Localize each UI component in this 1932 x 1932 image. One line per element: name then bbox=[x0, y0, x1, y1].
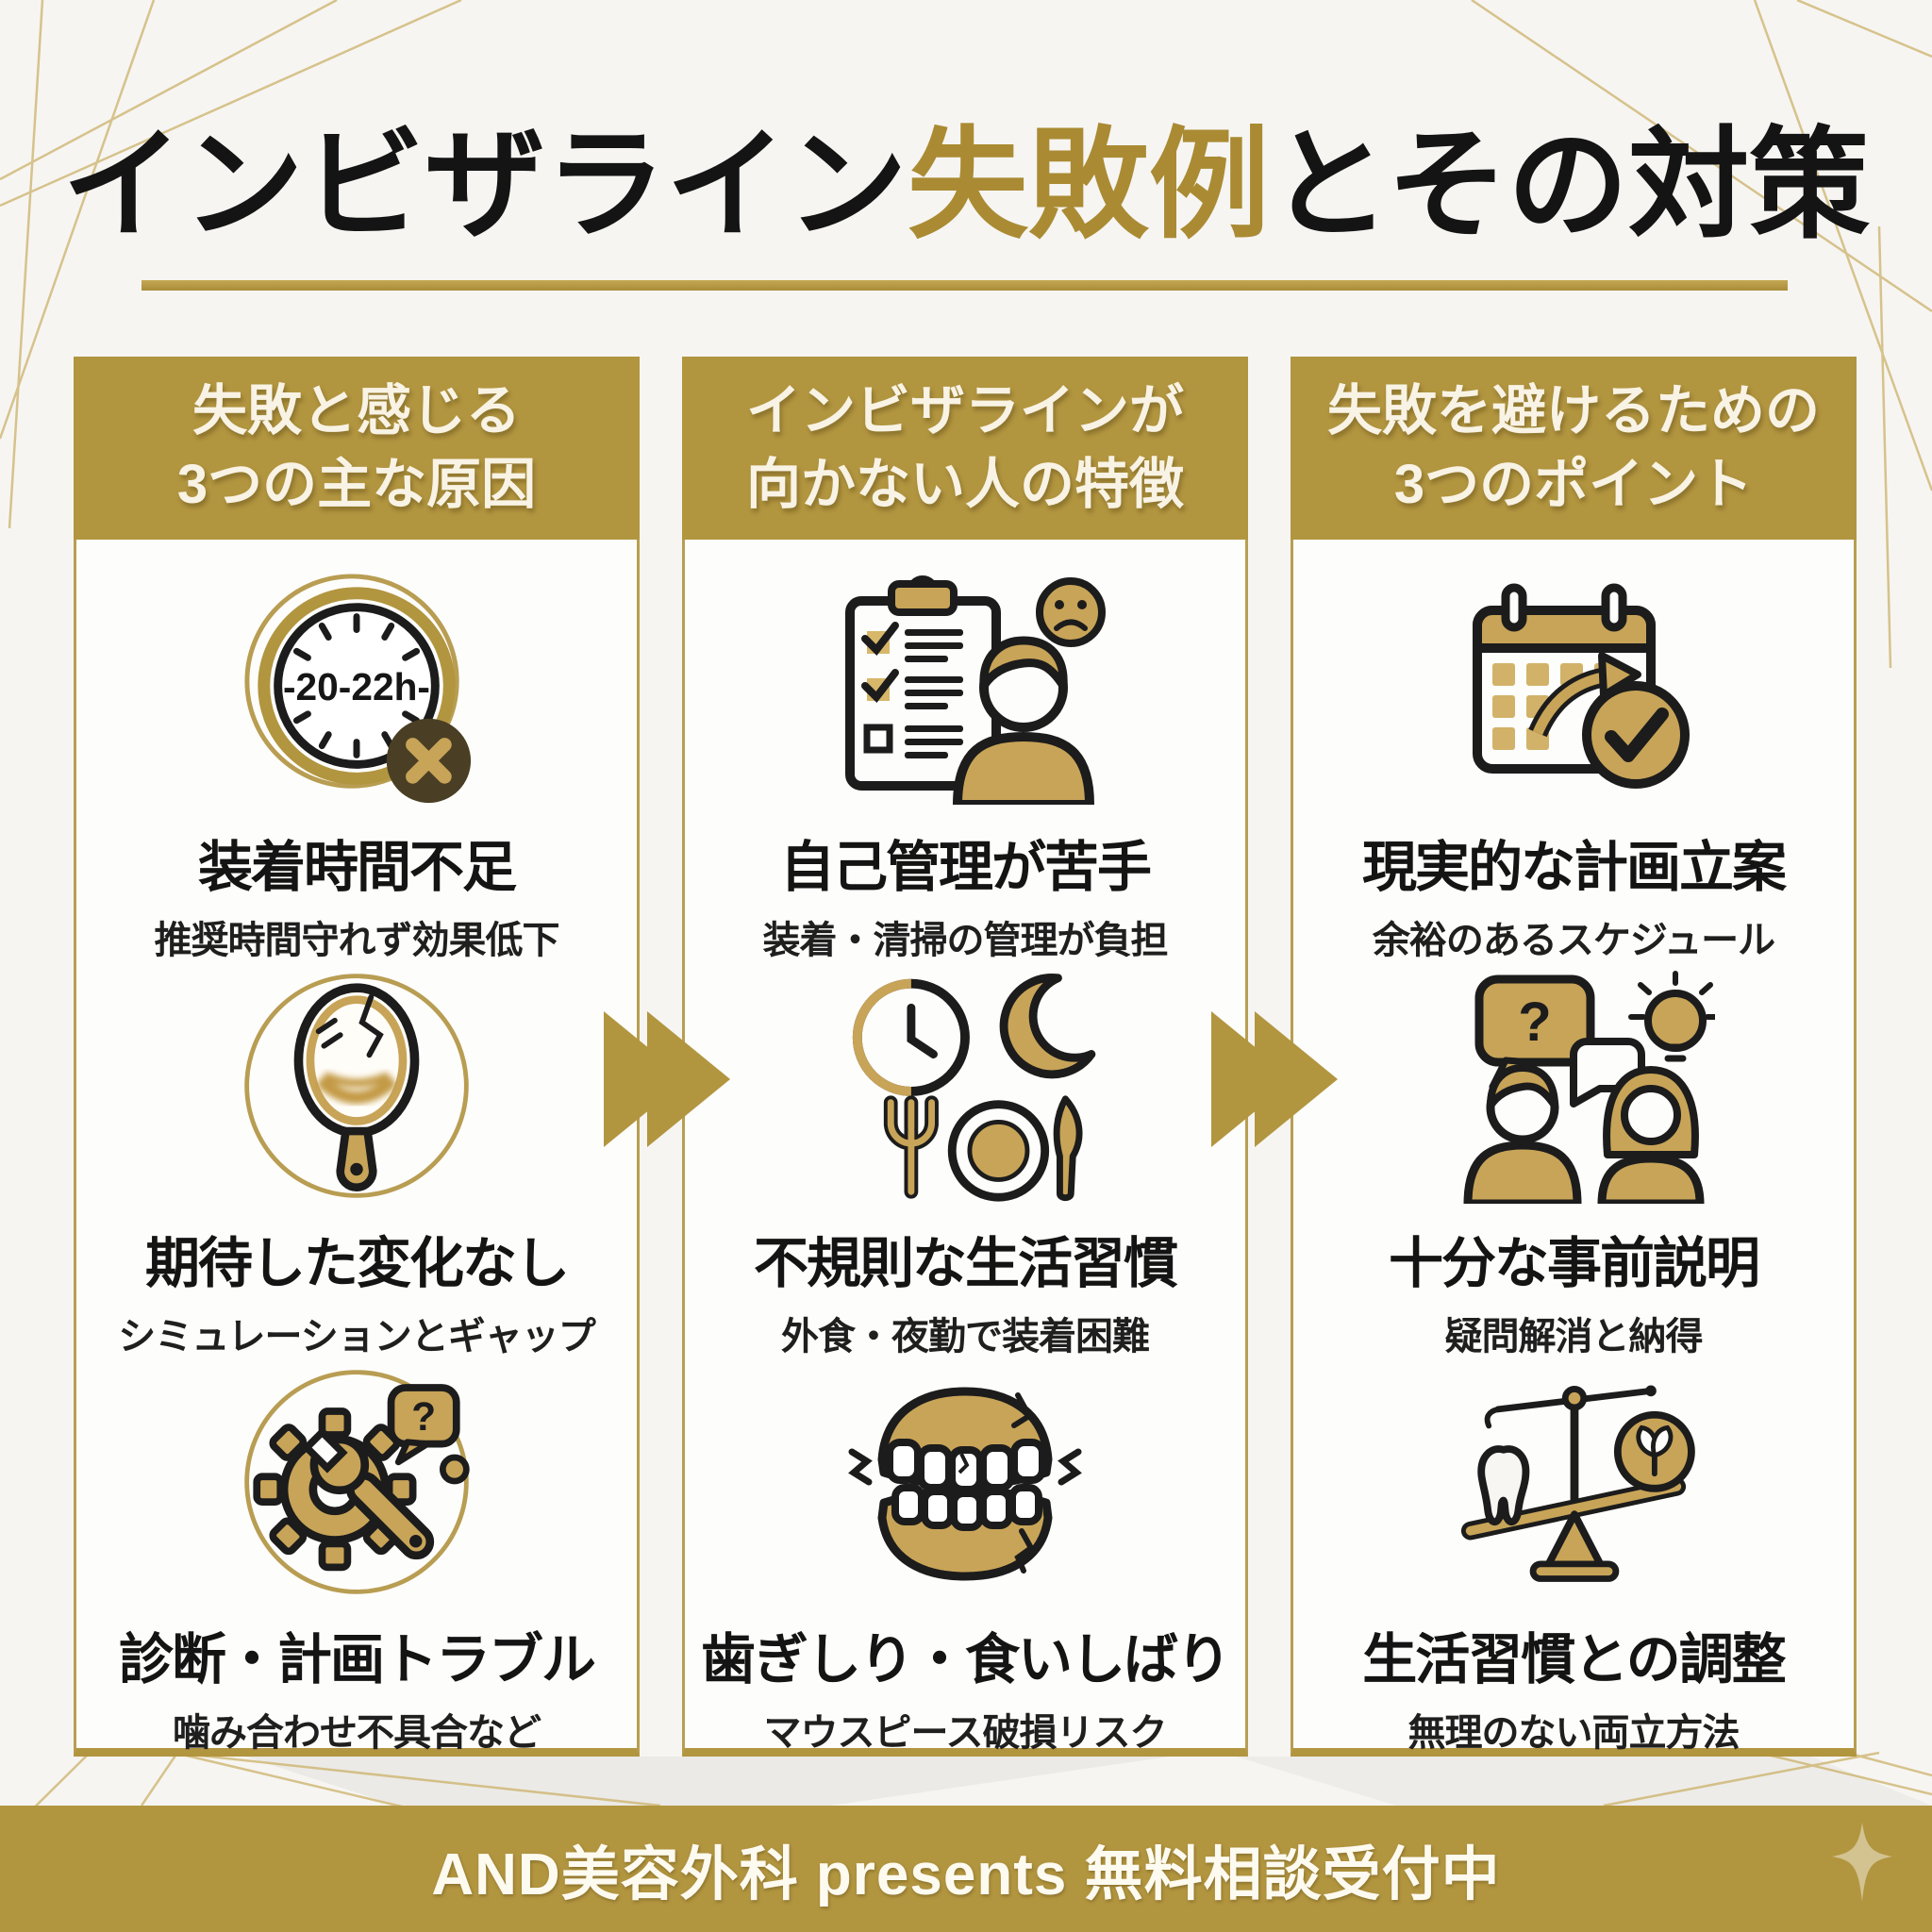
column-failure-causes: 失敗と感じる 3つの主な原因 bbox=[74, 357, 640, 1757]
item-title: 期待した変化なし bbox=[144, 1233, 570, 1294]
title-post: とその対策 bbox=[1269, 118, 1871, 253]
tooth bbox=[1477, 1445, 1530, 1526]
arrow-right-icon bbox=[1211, 1011, 1338, 1147]
list-item: 現実的な計画立案 余裕のあるスケジュール bbox=[1361, 568, 1787, 964]
item-title: 十分な事前説明 bbox=[1388, 1233, 1760, 1294]
column-header-line: 失敗を避けるための bbox=[1326, 380, 1820, 442]
title-pre: インビザライン bbox=[61, 118, 908, 253]
item-title: 自己管理が苦手 bbox=[779, 837, 1152, 898]
item-title: 歯ぎしり・食いしばり bbox=[700, 1629, 1231, 1690]
list-item: 歯ぎしり・食いしばり マウスピース破損リスク bbox=[700, 1360, 1231, 1757]
column-header: インビザラインが 向かない人の特徴 bbox=[682, 357, 1248, 540]
three-columns: 失敗と感じる 3つの主な原因 bbox=[74, 357, 1857, 1757]
sparkle-icon bbox=[1832, 1823, 1892, 1902]
grinding-teeth-icon bbox=[824, 1360, 1107, 1604]
title-underline bbox=[142, 280, 1788, 291]
page-title: インビザライン失敗例とその対策 bbox=[0, 87, 1932, 261]
item-subtitle: 外食・夜勤で装着困難 bbox=[780, 1316, 1150, 1357]
question-glyph: ? bbox=[1518, 991, 1551, 1053]
list-item: ? bbox=[1388, 964, 1760, 1360]
column-header: 失敗と感じる 3つの主な原因 bbox=[74, 357, 640, 540]
column-header: 失敗を避けるための 3つのポイント bbox=[1291, 357, 1857, 540]
list-item: 生活習慣との調整 無理のない両立方法 bbox=[1362, 1360, 1787, 1757]
item-title: 生活習慣との調整 bbox=[1362, 1629, 1786, 1690]
fork bbox=[883, 1095, 939, 1199]
column-card: 現実的な計画立案 余裕のあるスケジュール ? bbox=[1291, 540, 1857, 1757]
column-header-line: 3つの主な原因 bbox=[176, 454, 537, 515]
calendar-check-icon bbox=[1451, 568, 1696, 811]
gear-wrench-question-icon: ? bbox=[239, 1360, 475, 1604]
column-unsuited-people: インビザラインが 向かない人の特徴 bbox=[682, 357, 1248, 1757]
title-accent: 失敗例 bbox=[907, 118, 1270, 253]
clock-moon-meal-icon bbox=[824, 964, 1107, 1208]
tooth-lifestyle-balance-icon bbox=[1441, 1360, 1706, 1604]
item-subtitle: 疑問解消と納得 bbox=[1444, 1316, 1703, 1357]
column-header-line: インビザラインが bbox=[745, 380, 1184, 442]
item-title: 装着時間不足 bbox=[197, 837, 517, 898]
moon bbox=[999, 973, 1096, 1079]
knife bbox=[1053, 1095, 1083, 1202]
list-item: 自己管理が苦手 装着・清掃の管理が負担 bbox=[762, 568, 1169, 964]
item-subtitle: マウスピース破損リスク bbox=[763, 1712, 1167, 1754]
light-bulb bbox=[1643, 990, 1707, 1052]
consultation-discussion-icon: ? bbox=[1432, 964, 1715, 1208]
footer-text: AND美容外科 presents 無料相談受付中 bbox=[431, 1842, 1501, 1907]
list-item: -20-22h- 装着時間不足 推奨時間守れず効果低下 bbox=[154, 568, 560, 964]
item-subtitle: 装着・清掃の管理が負担 bbox=[762, 920, 1169, 961]
item-title: 不規則な生活習慣 bbox=[753, 1233, 1178, 1294]
grind-spark-right bbox=[1058, 1448, 1082, 1486]
item-subtitle: シミュレーションとギャップ bbox=[118, 1316, 595, 1357]
item-subtitle: 推奨時間守れず効果低下 bbox=[154, 920, 560, 961]
item-subtitle: 余裕のあるスケジュール bbox=[1372, 920, 1775, 961]
grind-spark-left bbox=[848, 1448, 873, 1486]
item-subtitle: 噛み合わせ不具合など bbox=[172, 1712, 541, 1754]
footer-banner: AND美容外科 presents 無料相談受付中 bbox=[0, 1806, 1932, 1932]
column-card: -20-22h- 装着時間不足 推奨時間守れず効果低下 bbox=[74, 540, 640, 1757]
list-item: 不規則な生活習慣 外食・夜勤で装着困難 bbox=[753, 964, 1178, 1360]
column-header-line: 向かない人の特徴 bbox=[745, 454, 1184, 515]
clock-hours-label: -20-22h- bbox=[283, 665, 430, 708]
list-item: ? 診断・計画トラブル 噛み合わせ不具合など bbox=[118, 1360, 596, 1757]
column-header-line: 3つのポイント bbox=[1393, 454, 1754, 515]
question-glyph: ? bbox=[411, 1394, 436, 1439]
column-avoidance-points: 失敗を避けるための 3つのポイント bbox=[1291, 357, 1857, 1757]
list-item: 期待した変化なし シミュレーションとギャップ bbox=[118, 964, 596, 1360]
checklist-person-sad-icon bbox=[824, 568, 1107, 811]
arrow-right-icon bbox=[604, 1011, 730, 1147]
item-subtitle: 無理のない両立方法 bbox=[1407, 1712, 1740, 1754]
cracked-mirror-icon bbox=[239, 964, 475, 1208]
column-header-line: 失敗と感じる bbox=[192, 380, 521, 442]
clock-insufficient-wear-icon: -20-22h- bbox=[235, 568, 478, 811]
column-card: 自己管理が苦手 装着・清掃の管理が負担 bbox=[682, 540, 1248, 1757]
item-title: 診断・計画トラブル bbox=[118, 1629, 596, 1690]
item-title: 現実的な計画立案 bbox=[1361, 837, 1787, 898]
sad-face bbox=[1036, 577, 1106, 647]
